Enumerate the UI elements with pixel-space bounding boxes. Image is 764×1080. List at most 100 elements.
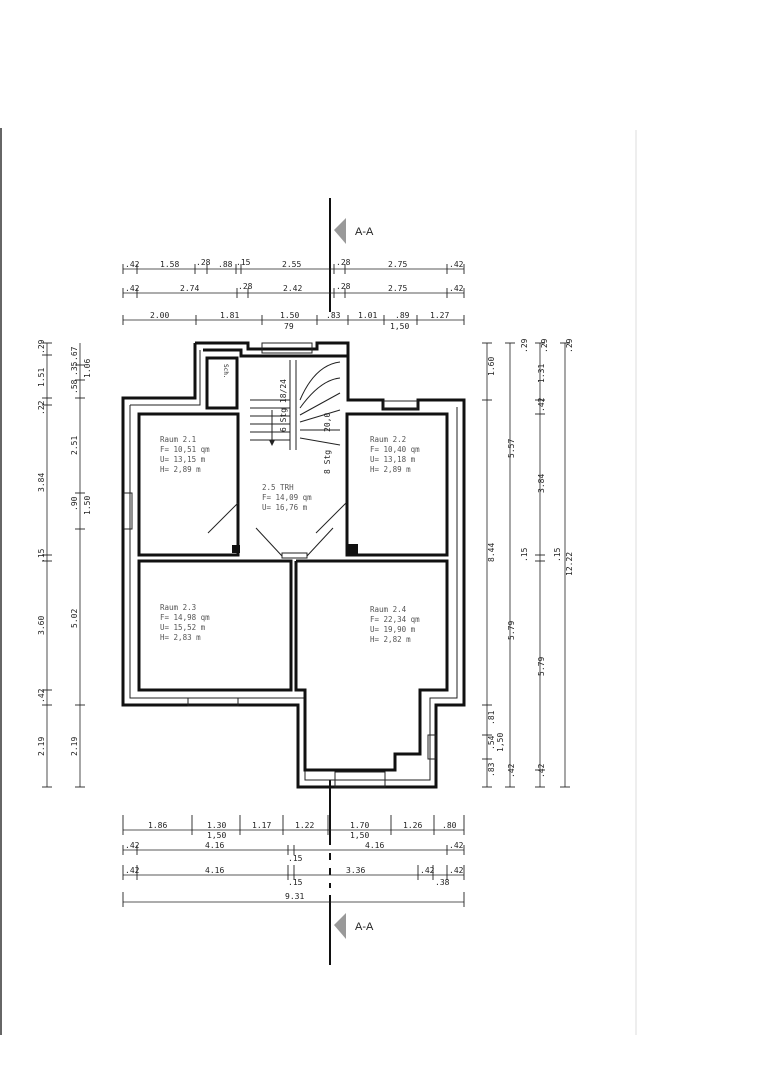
svg-text:.42: .42 xyxy=(125,866,140,875)
outer-walls xyxy=(121,341,466,789)
dim-right-col4: .29 12.22 xyxy=(560,338,574,788)
section-label-top: A-A xyxy=(355,226,374,238)
svg-text:.15: .15 xyxy=(288,878,303,887)
section-arrow-top-icon xyxy=(334,218,346,244)
dim-top-row3: 2.00 1.81 1.50 .83 1.01 .89 1.27 79 1,50 xyxy=(122,311,465,331)
room-2.3-outline xyxy=(137,559,293,692)
svg-text:.35: .35 xyxy=(70,361,79,376)
svg-text:.28: .28 xyxy=(336,258,351,267)
svg-text:.29: .29 xyxy=(37,339,46,354)
dim-left-inner: .35 .67 1.06 .58 2.51 .90 1.50 5.02 2.19 xyxy=(70,343,92,788)
room-2.1-label: Raum 2.1 F= 10,51 qm U= 13,15 m H= 2,89 … xyxy=(160,435,210,474)
svg-text:1.70: 1.70 xyxy=(350,821,369,830)
svg-text:.42: .42 xyxy=(449,284,464,293)
dim-left-outer: .29 1.51 .22 3.84 .15 3.60 .42 2.19 xyxy=(37,339,52,788)
svg-text:.83: .83 xyxy=(487,762,496,777)
svg-text:.58: .58 xyxy=(70,379,79,394)
svg-text:3.84: 3.84 xyxy=(37,473,46,492)
svg-text:79: 79 xyxy=(284,322,294,331)
svg-text:.29: .29 xyxy=(565,338,574,353)
stairs-label-mid: 20,0 xyxy=(323,413,332,432)
svg-text:2.74: 2.74 xyxy=(180,284,199,293)
windows xyxy=(123,342,437,788)
svg-text:1.60: 1.60 xyxy=(487,357,496,376)
svg-text:.80: .80 xyxy=(442,821,457,830)
svg-text:1.01: 1.01 xyxy=(358,311,377,320)
shaft-label: Sch. xyxy=(222,364,229,378)
svg-text:1,50: 1,50 xyxy=(390,322,409,331)
svg-text:F= 22,34 qm: F= 22,34 qm xyxy=(370,615,420,624)
svg-text:3.60: 3.60 xyxy=(37,616,46,635)
svg-text:.28: .28 xyxy=(196,258,211,267)
dim-right-col3: .29 1.31 .42 3.84 .15 5.79 .42 xyxy=(535,338,562,788)
doors xyxy=(207,502,358,559)
svg-text:2.19: 2.19 xyxy=(37,737,46,756)
svg-text:4.16: 4.16 xyxy=(205,866,224,875)
svg-text:U= 19,90 m: U= 19,90 m xyxy=(370,625,416,634)
room-2.2-label: Raum 2.2 F= 10,40 qm U= 13,18 m H= 2,89 … xyxy=(370,435,420,474)
svg-text:.42: .42 xyxy=(537,397,546,412)
svg-text:.28: .28 xyxy=(336,282,351,291)
svg-text:.90: .90 xyxy=(70,496,79,511)
section-arrow-bottom-icon xyxy=(334,913,346,939)
svg-text:.28: .28 xyxy=(238,282,253,291)
svg-text:4.16: 4.16 xyxy=(205,841,224,850)
svg-text:2.00: 2.00 xyxy=(150,311,169,320)
dim-top-row1: .42 1.58 .28 .88 .15 2.55 .28 2.75 .42 xyxy=(122,258,465,274)
svg-text:2.42: 2.42 xyxy=(283,284,302,293)
svg-text:.22: .22 xyxy=(37,400,46,415)
svg-text:3.84: 3.84 xyxy=(537,474,546,493)
room-2.1-outline xyxy=(137,412,240,557)
room-2.2-outline xyxy=(345,412,449,557)
svg-text:1.17: 1.17 xyxy=(252,821,271,830)
svg-text:.15: .15 xyxy=(37,548,46,563)
svg-text:5.79: 5.79 xyxy=(507,621,516,640)
svg-text:Raum 2.3: Raum 2.3 xyxy=(160,603,196,612)
svg-text:H= 2,89 m: H= 2,89 m xyxy=(160,465,201,474)
svg-text:1.31: 1.31 xyxy=(537,364,546,383)
svg-text:2.19: 2.19 xyxy=(70,737,79,756)
svg-text:.42: .42 xyxy=(125,260,140,269)
svg-text:U= 13,15 m: U= 13,15 m xyxy=(160,455,206,464)
svg-text:U= 16,76 m: U= 16,76 m xyxy=(262,503,308,512)
svg-text:1.06: 1.06 xyxy=(83,359,92,378)
svg-text:.42: .42 xyxy=(449,866,464,875)
svg-text:1.26: 1.26 xyxy=(403,821,422,830)
room-2.5-label: 2.5 TRH F= 14,09 qm U= 16,76 m xyxy=(262,483,312,512)
svg-text:H= 2,82 m: H= 2,82 m xyxy=(370,635,411,644)
svg-text:H= 2,89 m: H= 2,89 m xyxy=(370,465,411,474)
room-2.3-label: Raum 2.3 F= 14,98 qm U= 15,52 m H= 2,83 … xyxy=(160,603,210,642)
shaft-outline xyxy=(205,356,239,410)
svg-text:1.58: 1.58 xyxy=(160,260,179,269)
svg-text:.42: .42 xyxy=(125,284,140,293)
svg-text:.15: .15 xyxy=(288,854,303,863)
svg-text:1.27: 1.27 xyxy=(430,311,449,320)
svg-text:1,50: 1,50 xyxy=(207,831,226,840)
svg-text:U= 13,18 m: U= 13,18 m xyxy=(370,455,416,464)
svg-text:1.22: 1.22 xyxy=(295,821,314,830)
dim-right-col1: 1.60 5.57 8.44 5.79 .81 .54 1,50 .83 xyxy=(482,342,516,788)
svg-text:.67: .67 xyxy=(70,346,79,361)
svg-text:.15: .15 xyxy=(553,547,562,562)
svg-text:8.44: 8.44 xyxy=(487,543,496,562)
dim-bottom-total: 9.31 xyxy=(122,892,465,907)
svg-text:3.36: 3.36 xyxy=(346,866,365,875)
dim-bottom-row2: .42 4.16 .15 4.16 .42 xyxy=(122,841,465,863)
svg-text:.88: .88 xyxy=(218,260,233,269)
svg-text:Raum 2.4: Raum 2.4 xyxy=(370,605,407,614)
svg-text:.89: .89 xyxy=(395,311,410,320)
svg-text:12.22: 12.22 xyxy=(565,552,574,576)
svg-text:F= 10,51 qm: F= 10,51 qm xyxy=(160,445,210,454)
svg-text:1.30: 1.30 xyxy=(207,821,226,830)
svg-text:.42: .42 xyxy=(420,866,435,875)
svg-text:.29: .29 xyxy=(520,338,529,353)
svg-text:1.86: 1.86 xyxy=(148,821,167,830)
svg-text:1.50: 1.50 xyxy=(280,311,299,320)
svg-text:1.81: 1.81 xyxy=(220,311,239,320)
svg-text:U= 15,52 m: U= 15,52 m xyxy=(160,623,206,632)
stairs-label-lower: 8 Stg xyxy=(323,450,332,474)
svg-text:.29: .29 xyxy=(540,338,549,353)
svg-text:F= 14,98 qm: F= 14,98 qm xyxy=(160,613,210,622)
room-2.4-outline xyxy=(294,559,449,772)
svg-text:.42: .42 xyxy=(537,763,546,778)
